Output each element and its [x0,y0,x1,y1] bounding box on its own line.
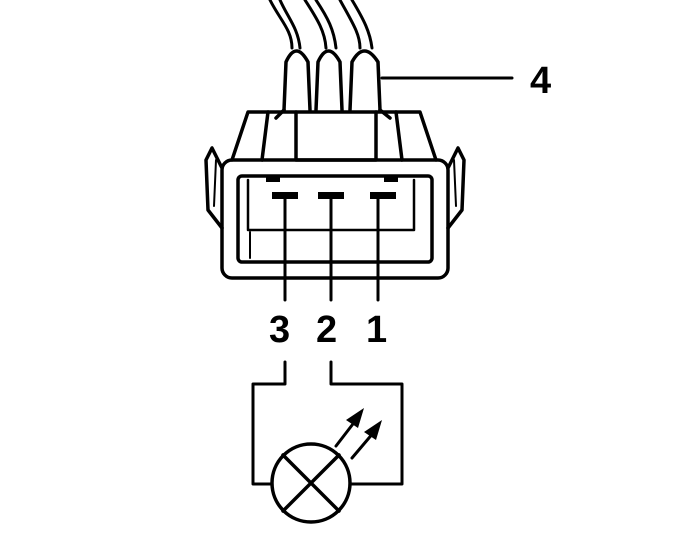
wire-bundle [268,0,374,50]
wire-bundle-label: 4 [530,60,551,102]
test-circuit [251,360,404,486]
connector-housing-top [230,108,438,162]
lamp-cross-circle-icon [270,442,352,524]
pin-1-label: 1 [366,309,387,351]
side-latches [204,146,466,230]
connector-housing [220,158,450,280]
pin-leader-lines [283,196,380,302]
pin-2-terminal [318,192,344,199]
cavity-keys [266,176,398,182]
wire-boots [282,49,382,112]
pin-2-label: 2 [316,309,337,351]
light-emission-arrows-icon [334,408,382,460]
pin-1-terminal [370,192,396,199]
pin-3-terminal [272,192,298,199]
terminal-pins [272,192,396,199]
pin-3-label: 3 [269,309,290,351]
